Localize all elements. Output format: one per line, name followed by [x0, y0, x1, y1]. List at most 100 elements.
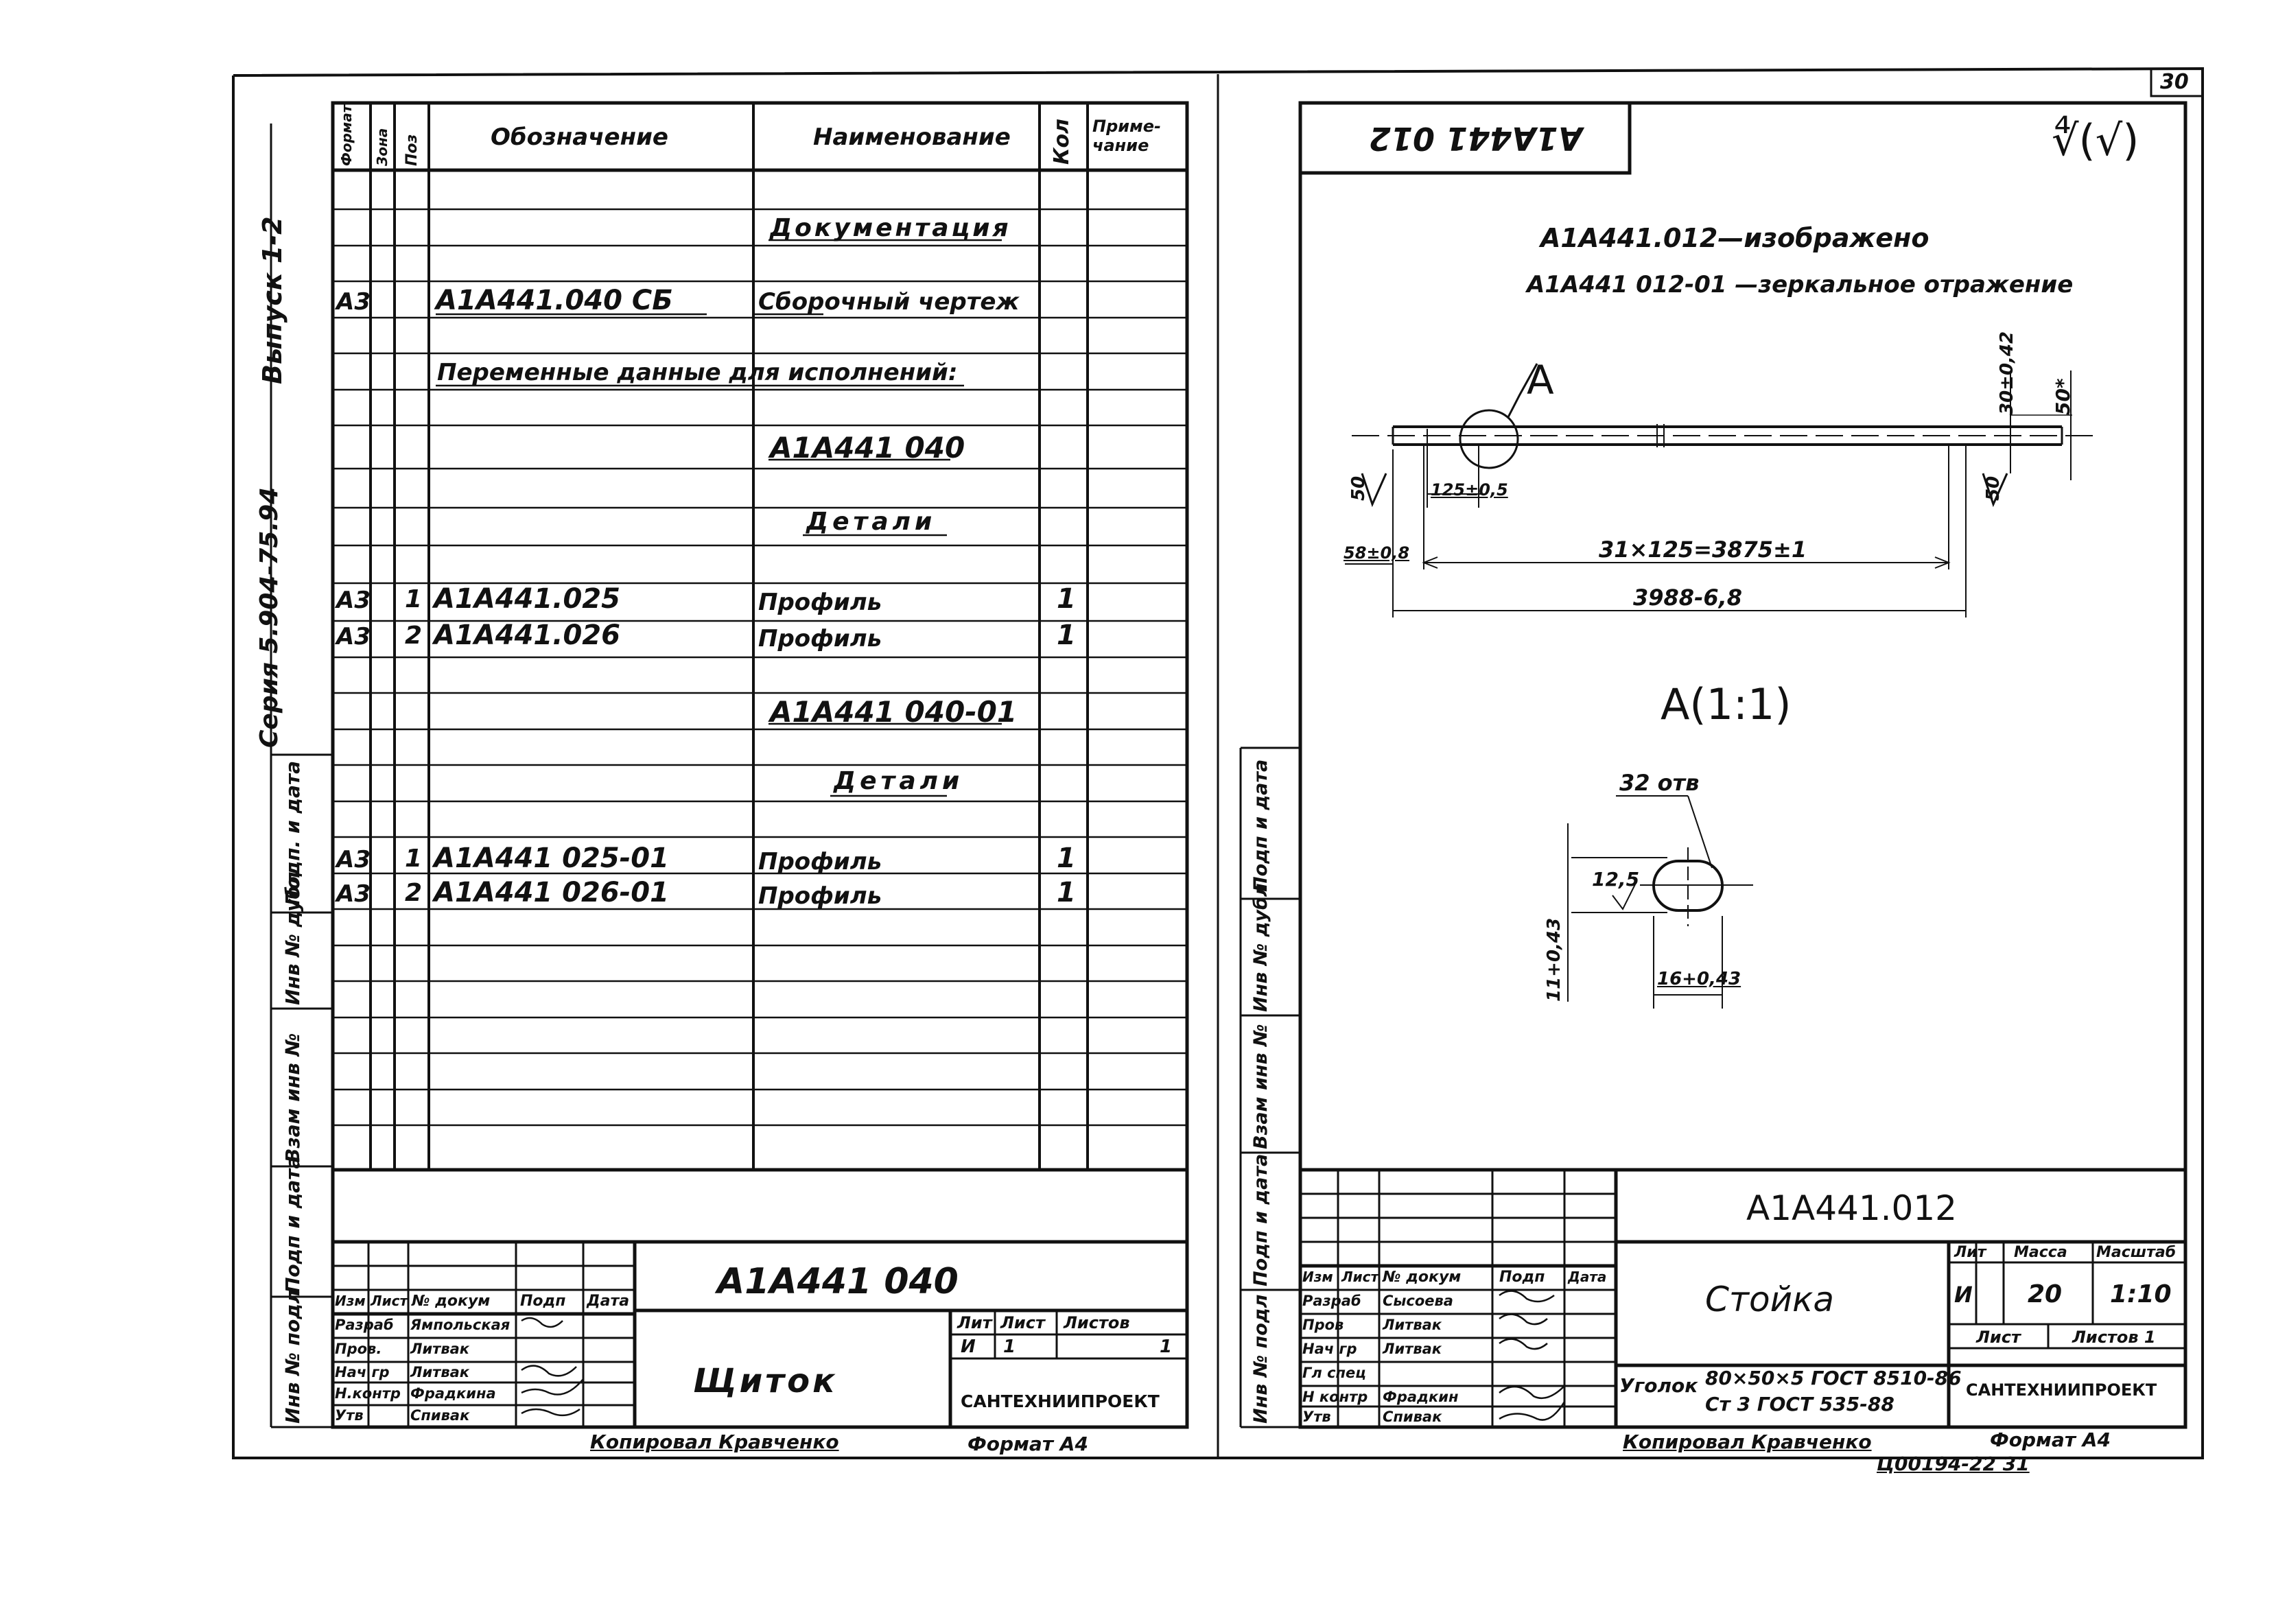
sheet-format: Формат А4	[1990, 1428, 2111, 1451]
header-zone: Зона	[374, 128, 390, 166]
col-list: Лист	[371, 1293, 408, 1309]
side-box-5: Инв № подл	[1250, 1294, 1271, 1424]
copied-by: Копировал Кравченко	[1623, 1431, 1872, 1453]
role: Разраб	[335, 1317, 394, 1333]
role-name: Сысоева	[1383, 1293, 1453, 1309]
lit-label: Лит	[1954, 1244, 1986, 1261]
copied-by: Копировал Кравченко	[590, 1431, 839, 1453]
doc-number: А1А441 040	[717, 1261, 959, 1302]
role-name: Литвак	[410, 1364, 470, 1380]
row-format: А3	[336, 846, 371, 873]
slot-detail	[1567, 795, 1753, 1009]
row-name: Профиль	[758, 625, 882, 652]
row-variable-data: Переменные данные для исполнений:	[437, 359, 958, 386]
role: Н контр	[1302, 1389, 1368, 1405]
material-steel: Ст 3 ГОСТ 535-88	[1705, 1393, 1894, 1415]
row-name: Профиль	[758, 589, 882, 616]
side-box-2: Инв № дубл	[281, 871, 304, 1005]
role: Утв	[335, 1407, 364, 1424]
row-designation: А1А441.040 СБ	[436, 285, 673, 316]
dim-holes: 32 отв	[1619, 770, 1700, 796]
col-izm: Изм	[335, 1293, 366, 1309]
view-label: А(1:1)	[1661, 679, 1792, 729]
organization: САНТЕХНИИПРОЕКТ	[1966, 1380, 2157, 1400]
role: Разраб	[1302, 1293, 1361, 1309]
role-name: Фрадкина	[410, 1385, 496, 1402]
row-name: Сборочный чертеж	[758, 288, 1020, 316]
role: Гл спец	[1302, 1365, 1366, 1381]
note-depicted: А1А441.012—изображено	[1540, 223, 1929, 253]
dim-side-left: 50	[1348, 475, 1369, 501]
row-designation: А1А441.025	[434, 583, 620, 615]
role: Пров	[1302, 1317, 1344, 1333]
role: Нач гр	[1302, 1341, 1357, 1357]
role-name: Фрадкин	[1383, 1389, 1459, 1405]
dim-slot-len: 16+0,43	[1657, 969, 1741, 989]
role-name: Литвак	[1383, 1317, 1442, 1333]
row-name: Профиль	[758, 882, 882, 910]
col-list: Лист	[1341, 1269, 1379, 1285]
row-qty: 1	[1057, 843, 1076, 874]
header-designation: Обозначение	[491, 123, 668, 151]
row-details-2: Детали	[834, 767, 964, 795]
row-details-1: Детали	[806, 508, 937, 536]
dim-side-right: 50	[1983, 475, 2004, 501]
part-elevation	[1345, 363, 2093, 617]
roughness-symbol: ∜(√)	[2052, 115, 2139, 165]
row-pos: 1	[405, 845, 423, 873]
mass-label: Масса	[2014, 1244, 2067, 1261]
scale-label: Масштаб	[2096, 1244, 2177, 1261]
dim-star: 50*	[2052, 378, 2074, 415]
side-box-3: Взам инв №	[1250, 1024, 1271, 1149]
series-label: Серия 5.904-75.94	[255, 486, 283, 748]
col-sign: Подп	[1499, 1269, 1545, 1286]
lit-value: И	[1954, 1282, 1973, 1308]
dim-total: 3988-6,8	[1633, 585, 1743, 611]
sheet-label: Лист	[1976, 1328, 2021, 1347]
col-date: Дата	[1568, 1269, 1607, 1285]
sheets-value: 1	[1160, 1337, 1173, 1357]
callout-a: А	[1527, 357, 1554, 403]
row-pos: 1	[405, 585, 423, 613]
col-doc: № докум	[412, 1293, 491, 1310]
header-note: Приме-чание	[1092, 117, 1161, 155]
sheet-label: Лист	[1000, 1313, 1045, 1332]
row-designation: А1А441 025-01	[434, 843, 669, 874]
row-pos: 2	[405, 879, 423, 907]
row-qty: 1	[1057, 583, 1076, 615]
archive-number: Ц00194-22 31	[1877, 1452, 2030, 1475]
role-name: Литвак	[1383, 1341, 1442, 1357]
scale-value: 1:10	[2110, 1280, 2172, 1308]
side-box-1: Подп и дата	[1250, 759, 1271, 892]
row-variant-040: А1А441 040	[770, 431, 965, 464]
doc-title: Щиток	[693, 1362, 838, 1400]
side-box-4: Подп и дата	[281, 1155, 304, 1293]
role-name: Спивак	[1383, 1409, 1442, 1425]
side-box-5: Инв № подл	[281, 1289, 304, 1424]
row-designation: А1А441.026	[434, 620, 620, 651]
col-sign: Подп	[520, 1293, 566, 1310]
sheet-value: 1	[1003, 1337, 1016, 1357]
row-format: А3	[336, 587, 371, 614]
header-pos: Поз	[403, 134, 421, 166]
col-doc: № докум	[1383, 1269, 1462, 1286]
row-qty: 1	[1057, 877, 1076, 908]
row-format: А3	[336, 623, 371, 650]
issue-label: Выпуск 1-2	[257, 216, 288, 384]
row-qty: 1	[1057, 620, 1076, 651]
material-label: Уголок	[1619, 1374, 1698, 1397]
lit-value: И	[961, 1337, 976, 1357]
role: Пров.	[335, 1341, 382, 1357]
row-format: А3	[336, 288, 371, 316]
material-profile: 80×50×5 ГОСТ 8510-86	[1705, 1367, 1962, 1389]
dim-series: 31×125=3875±1	[1599, 537, 1807, 563]
row-designation: А1А441 026-01	[434, 877, 669, 908]
dim-slot-w: 12,5	[1592, 868, 1640, 891]
row-format: А3	[336, 880, 371, 908]
col-date: Дата	[587, 1293, 630, 1310]
sheet-format: Формат А4	[967, 1433, 1088, 1455]
organization: САНТЕХНИИПРОЕКТ	[961, 1391, 1160, 1411]
dim-height: 30±0,42	[1997, 331, 2017, 415]
dim-pitch: 125±0,5	[1431, 480, 1508, 499]
